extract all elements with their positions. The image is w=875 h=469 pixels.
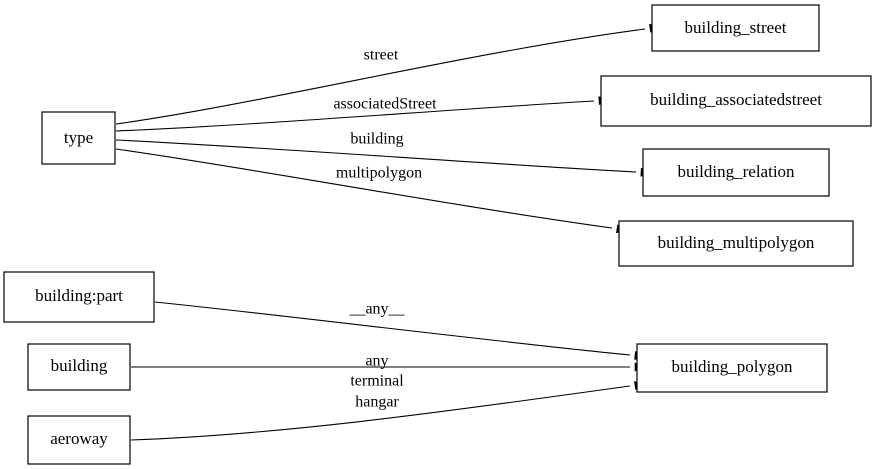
edge-line — [115, 139, 637, 173]
node-box[interactable] — [618, 220, 854, 267]
node-label: type — [64, 128, 93, 147]
node-label: aeroway — [50, 429, 108, 448]
edge-line — [115, 100, 595, 132]
node-box[interactable] — [27, 343, 131, 391]
edge-line — [115, 28, 646, 125]
node-box[interactable] — [27, 415, 131, 465]
edge-line — [115, 148, 613, 229]
node-label: building — [51, 356, 108, 375]
node-box[interactable] — [642, 148, 830, 197]
edge-label-associatedstreet: associatedStreet — [333, 96, 437, 113]
node-label: building_multipolygon — [658, 233, 815, 252]
edge-line — [130, 385, 631, 441]
edge-line — [154, 301, 631, 356]
node-type[interactable]: type — [41, 111, 116, 165]
node-building-street[interactable]: building_street — [651, 4, 820, 52]
node-aeroway[interactable]: aeroway — [27, 415, 131, 465]
node-building[interactable]: building — [27, 343, 131, 391]
node-box[interactable] — [636, 343, 828, 393]
node-box[interactable] — [3, 271, 155, 323]
node-label: building:part — [35, 286, 123, 305]
node-box[interactable] — [600, 75, 872, 127]
node-label: building_polygon — [672, 357, 793, 376]
edge-label-any-mid: __any__ — [348, 353, 405, 370]
edge-label-terminal: terminal — [350, 373, 404, 390]
edge-label-hangar: hangar — [355, 394, 399, 411]
node-building-part[interactable]: building:part — [3, 271, 155, 323]
node-box[interactable] — [41, 111, 116, 165]
edge-label-street: street — [364, 47, 399, 64]
node-label: building_relation — [677, 162, 795, 181]
node-building-multipolygon[interactable]: building_multipolygon — [618, 220, 854, 267]
edge-label-layer: street associatedStreet building multipo… — [333, 47, 437, 411]
node-label: building_street — [685, 18, 787, 37]
edge-label-multipolygon: multipolygon — [336, 165, 422, 182]
edge-label-any-top: __any__ — [348, 301, 405, 318]
node-label: building_associatedstreet — [650, 90, 822, 109]
node-box[interactable] — [651, 4, 820, 52]
edge-label-building: building — [350, 131, 403, 148]
node-building-relation[interactable]: building_relation — [642, 148, 830, 197]
node-layer: type building_street building_associated… — [3, 4, 872, 465]
node-building-polygon[interactable]: building_polygon — [636, 343, 828, 393]
node-building-associatedstreet[interactable]: building_associatedstreet — [600, 75, 872, 127]
